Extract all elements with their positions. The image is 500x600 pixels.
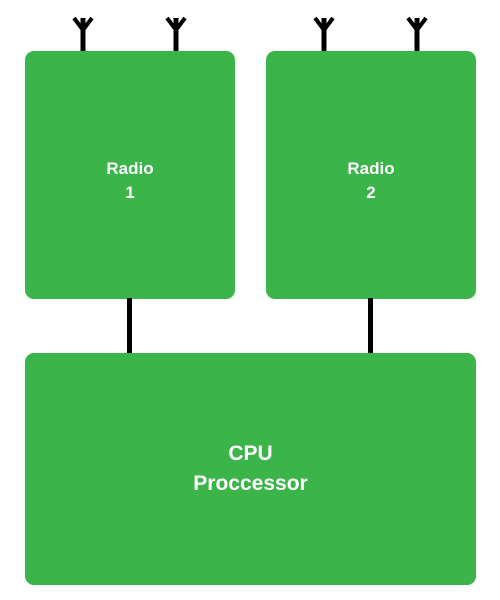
antenna-icon [164,14,188,52]
radio-2-number: 2 [366,183,376,202]
antenna-icon [312,14,336,52]
radio-1-block: Radio 1 [25,51,235,299]
antenna-icon [71,14,95,52]
radio-1-connector [127,298,132,354]
radio-2-connector [368,298,373,354]
radio-1-number: 1 [125,183,135,202]
radio-2-label: Radio [347,159,395,178]
processor-label: Proccessor [193,472,308,495]
radio-2-block: Radio 2 [266,51,476,299]
radio-1-label: Radio [106,159,154,178]
antenna-icon [405,14,429,52]
cpu-label: CPU [228,442,273,465]
cpu-processor-block: CPU Proccessor [25,353,476,585]
